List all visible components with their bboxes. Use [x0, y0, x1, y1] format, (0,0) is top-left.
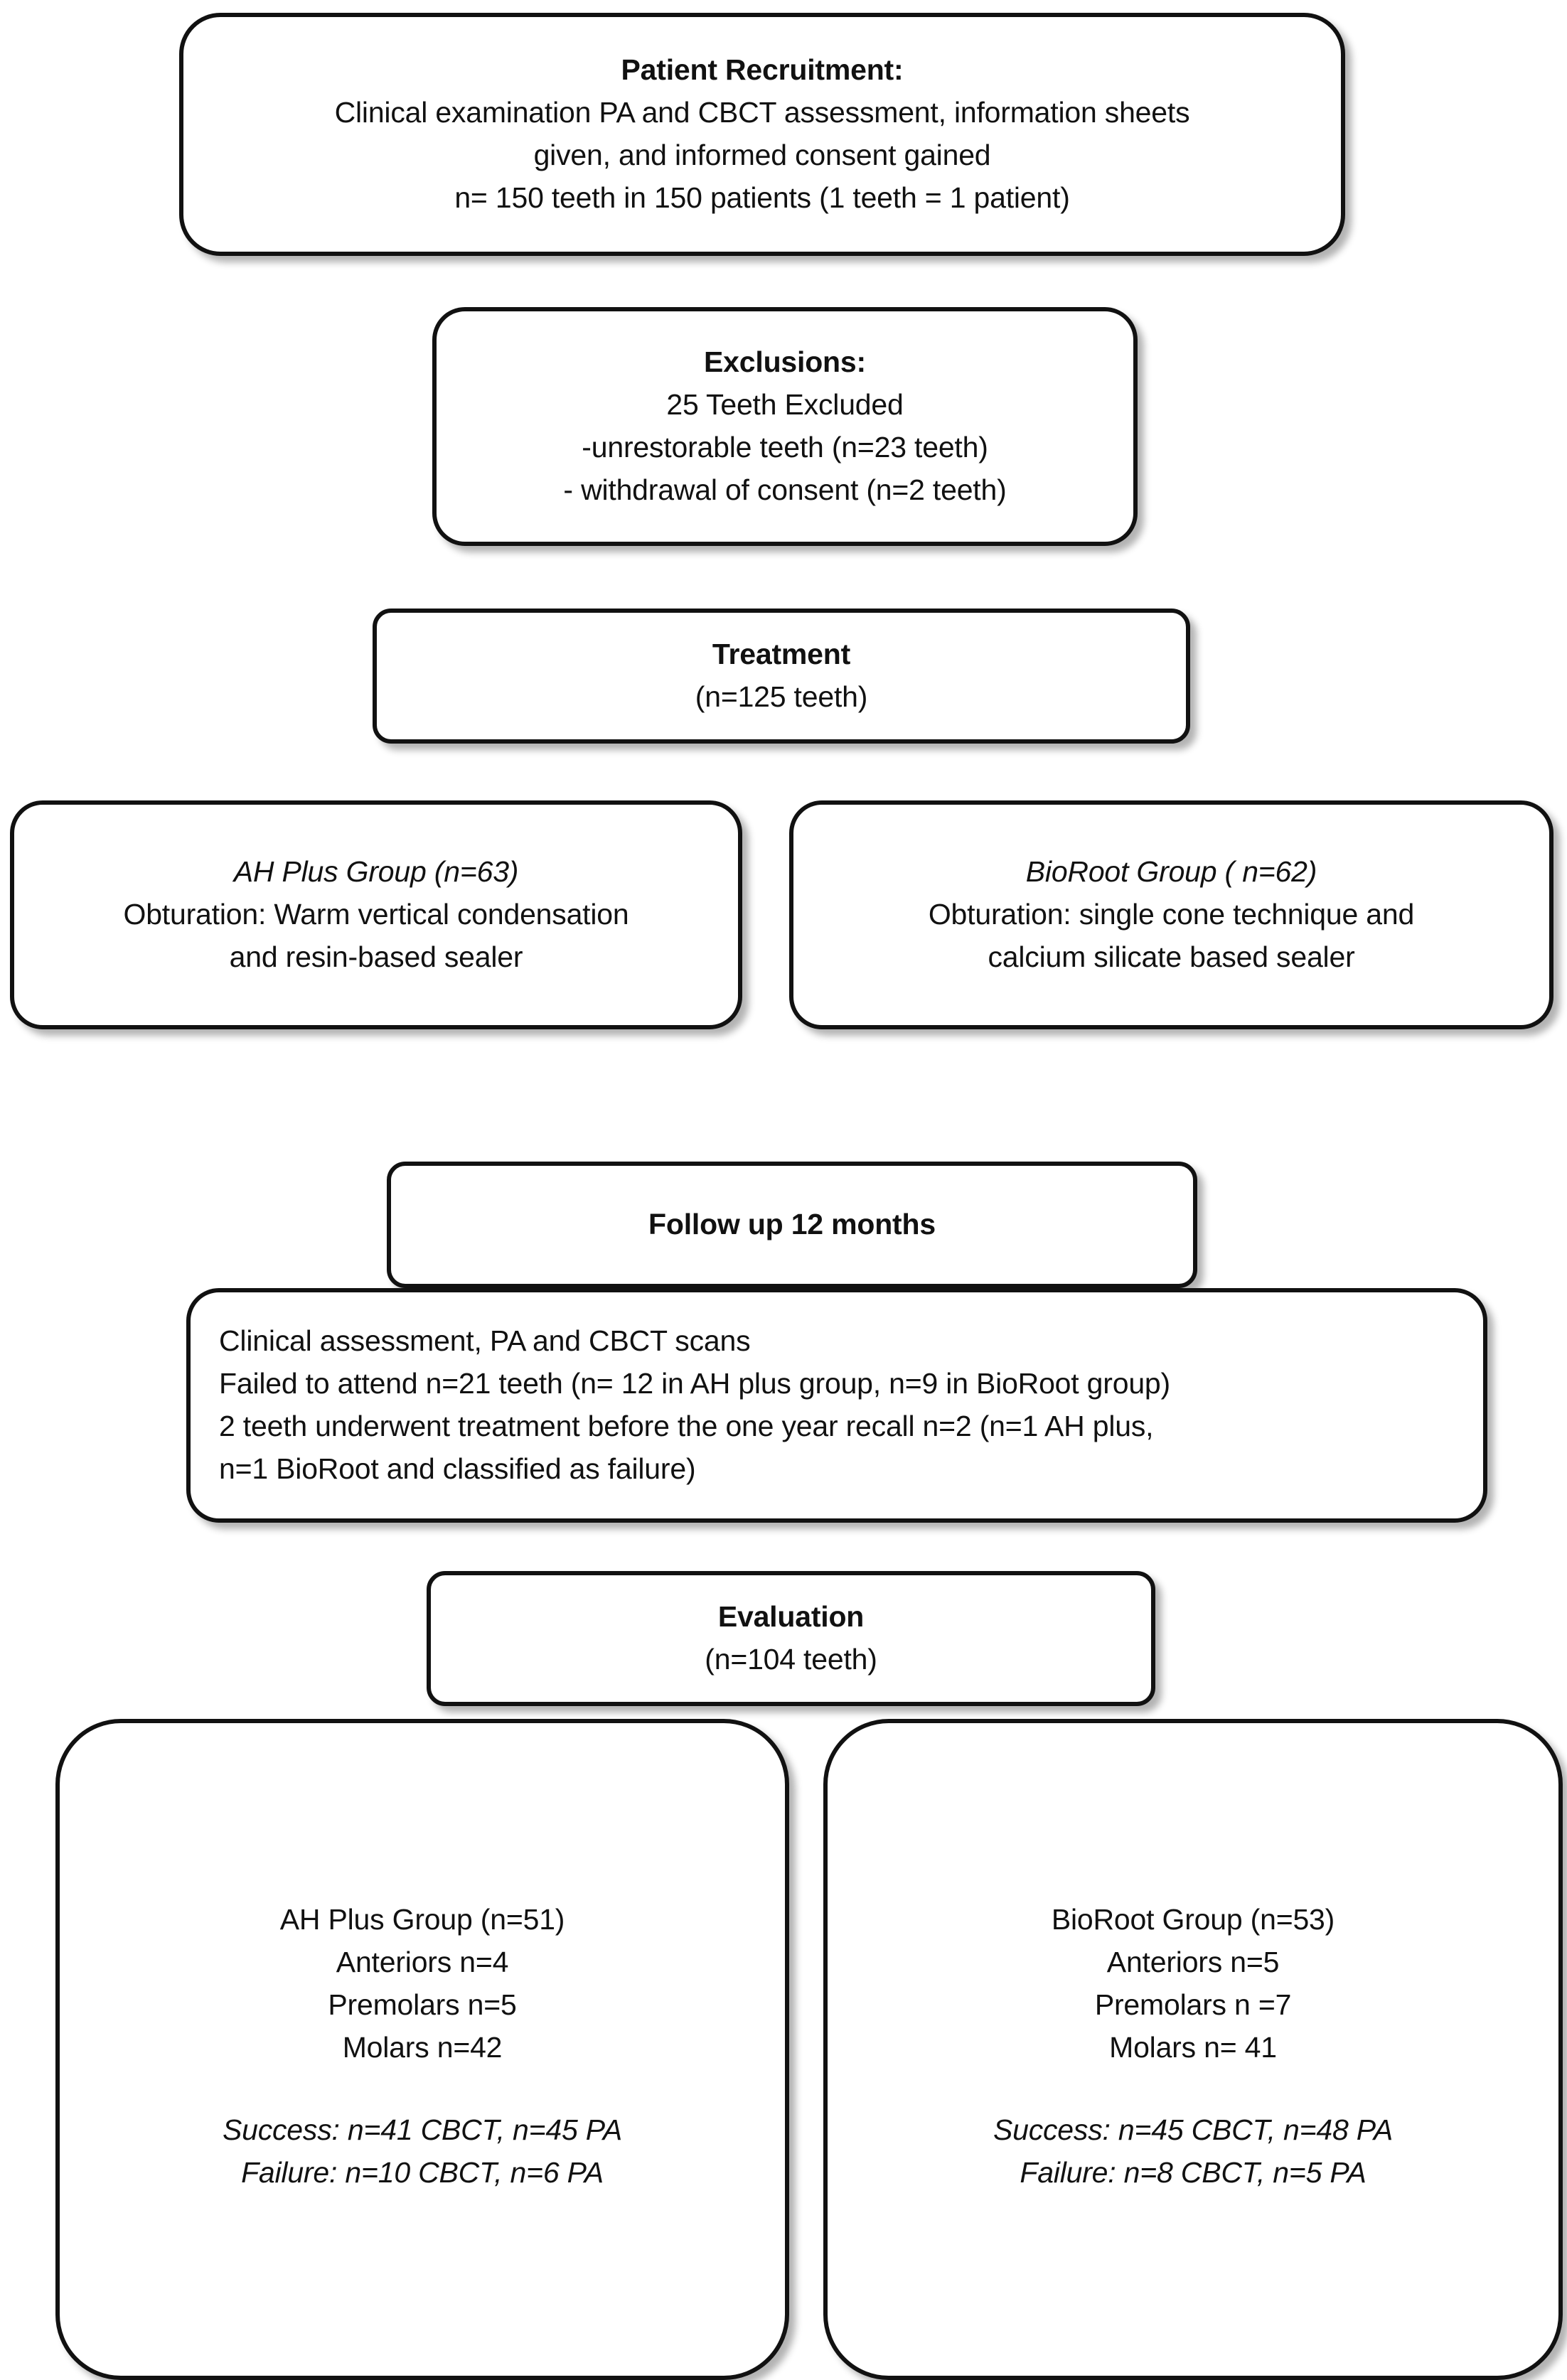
- flow-node-evaluation: Evaluation (n=104 teeth): [427, 1571, 1155, 1706]
- flow-node-exclusions: Exclusions: 25 Teeth Excluded -unrestora…: [432, 307, 1138, 546]
- node-line: Failed to attend n=21 teeth (n= 12 in AH…: [219, 1367, 1170, 1400]
- flow-node-ah-plus-group: AH Plus Group (n=63) Obturation: Warm ve…: [10, 800, 742, 1029]
- node-line: Clinical examination PA and CBCT assessm…: [334, 96, 1190, 129]
- node-line: Anteriors n=5: [1106, 1946, 1280, 1979]
- node-line: given, and informed consent gained: [533, 139, 991, 171]
- node-line: calcium silicate based sealer: [988, 940, 1355, 973]
- node-line: Patient Recruitment:: [621, 53, 904, 87]
- flow-node-bioroot-group: BioRoot Group ( n=62) Obturation: single…: [789, 800, 1553, 1029]
- node-line: Premolars n =7: [1094, 1988, 1292, 2022]
- flow-node-bioroot-results: BioRoot Group (n=53) Anteriors n=5 Premo…: [823, 1719, 1563, 2380]
- node-line: Success: n=41 CBCT, n=45 PA: [222, 2113, 623, 2146]
- node-line: Exclusions:: [704, 345, 866, 379]
- result-text-stack: AH Plus Group (n=51) Anteriors n=4 Premo…: [223, 1899, 622, 2194]
- node-line: n=1 BioRoot and classified as failure): [219, 1452, 696, 1485]
- flow-node-ah-plus-results: AH Plus Group (n=51) Anteriors n=4 Premo…: [55, 1719, 789, 2380]
- node-line: Treatment: [712, 638, 851, 671]
- result-text-stack: BioRoot Group (n=53) Anteriors n=5 Premo…: [993, 1899, 1393, 2194]
- node-line: (n=125 teeth): [695, 680, 868, 713]
- node-line: Clinical assessment, PA and CBCT scans: [219, 1324, 751, 1358]
- node-line: n= 150 teeth in 150 patients (1 teeth = …: [454, 181, 1070, 214]
- node-line: Evaluation: [717, 1600, 865, 1634]
- node-line: BioRoot Group ( n=62): [1025, 855, 1317, 889]
- node-line: -unrestorable teeth (n=23 teeth): [582, 431, 988, 463]
- node-line: Obturation: Warm vertical condensation: [123, 898, 629, 931]
- node-line: Obturation: single cone technique and: [928, 898, 1415, 931]
- node-line: AH Plus Group (n=63): [233, 855, 519, 889]
- node-line: and resin-based sealer: [229, 940, 523, 973]
- node-line: - withdrawal of consent (n=2 teeth): [563, 473, 1007, 506]
- node-line: Anteriors n=4: [336, 1946, 509, 1979]
- node-line: Success: n=45 CBCT, n=48 PA: [993, 2113, 1394, 2146]
- node-line: Premolars n=5: [328, 1988, 517, 2022]
- node-line: Failure: n=10 CBCT, n=6 PA: [241, 2155, 604, 2189]
- node-line: AH Plus Group (n=51): [279, 1903, 565, 1936]
- node-line: (n=104 teeth): [705, 1643, 877, 1676]
- flow-node-patient-recruitment: Patient Recruitment: Clinical examinatio…: [179, 13, 1345, 256]
- node-line: Molars n= 41: [1109, 2031, 1277, 2064]
- node-line: BioRoot Group (n=53): [1051, 1903, 1335, 1936]
- node-line: 25 Teeth Excluded: [666, 388, 904, 422]
- flow-node-clinical-assessment: Clinical assessment, PA and CBCT scans F…: [186, 1288, 1487, 1523]
- flow-node-treatment: Treatment (n=125 teeth): [373, 609, 1190, 744]
- node-line: Follow up 12 months: [648, 1208, 936, 1241]
- node-line: Failure: n=8 CBCT, n=5 PA: [1020, 2155, 1367, 2189]
- node-line: 2 teeth underwent treatment before the o…: [219, 1410, 1154, 1442]
- node-line: Molars n=42: [342, 2031, 503, 2064]
- flow-node-follow-up: Follow up 12 months: [387, 1162, 1197, 1288]
